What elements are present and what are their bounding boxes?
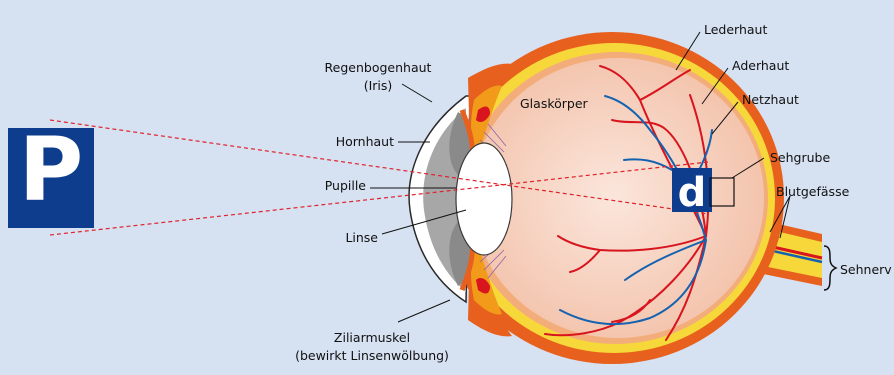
label-hornhaut: Hornhaut <box>336 134 394 149</box>
label-glaskoerper: Glaskörper <box>520 96 589 111</box>
label-ziliarmuskel: Ziliarmuskel <box>334 330 410 345</box>
sehnerv-brace <box>824 246 836 290</box>
label-blutgefaesse: Blutgefässe <box>776 184 850 199</box>
image-letter: d <box>678 170 707 216</box>
label-aderhaut: Aderhaut <box>732 58 789 73</box>
label-pupille: Pupille <box>325 178 367 193</box>
label-regenbogenhaut: Regenbogenhaut <box>325 60 432 75</box>
lens <box>456 143 512 255</box>
label-ziliarmuskel-note: (bewirkt Linsenwölbung) <box>295 348 449 363</box>
object-sign: P <box>8 118 94 228</box>
label-linse: Linse <box>345 230 378 245</box>
label-iris: (Iris) <box>364 78 393 93</box>
label-sehgrube: Sehgrube <box>770 150 830 165</box>
label-netzhaut: Netzhaut <box>742 92 799 107</box>
label-lederhaut: Lederhaut <box>704 22 767 37</box>
object-letter: P <box>19 118 84 221</box>
label-sehnerv: Sehnerv <box>840 262 892 277</box>
